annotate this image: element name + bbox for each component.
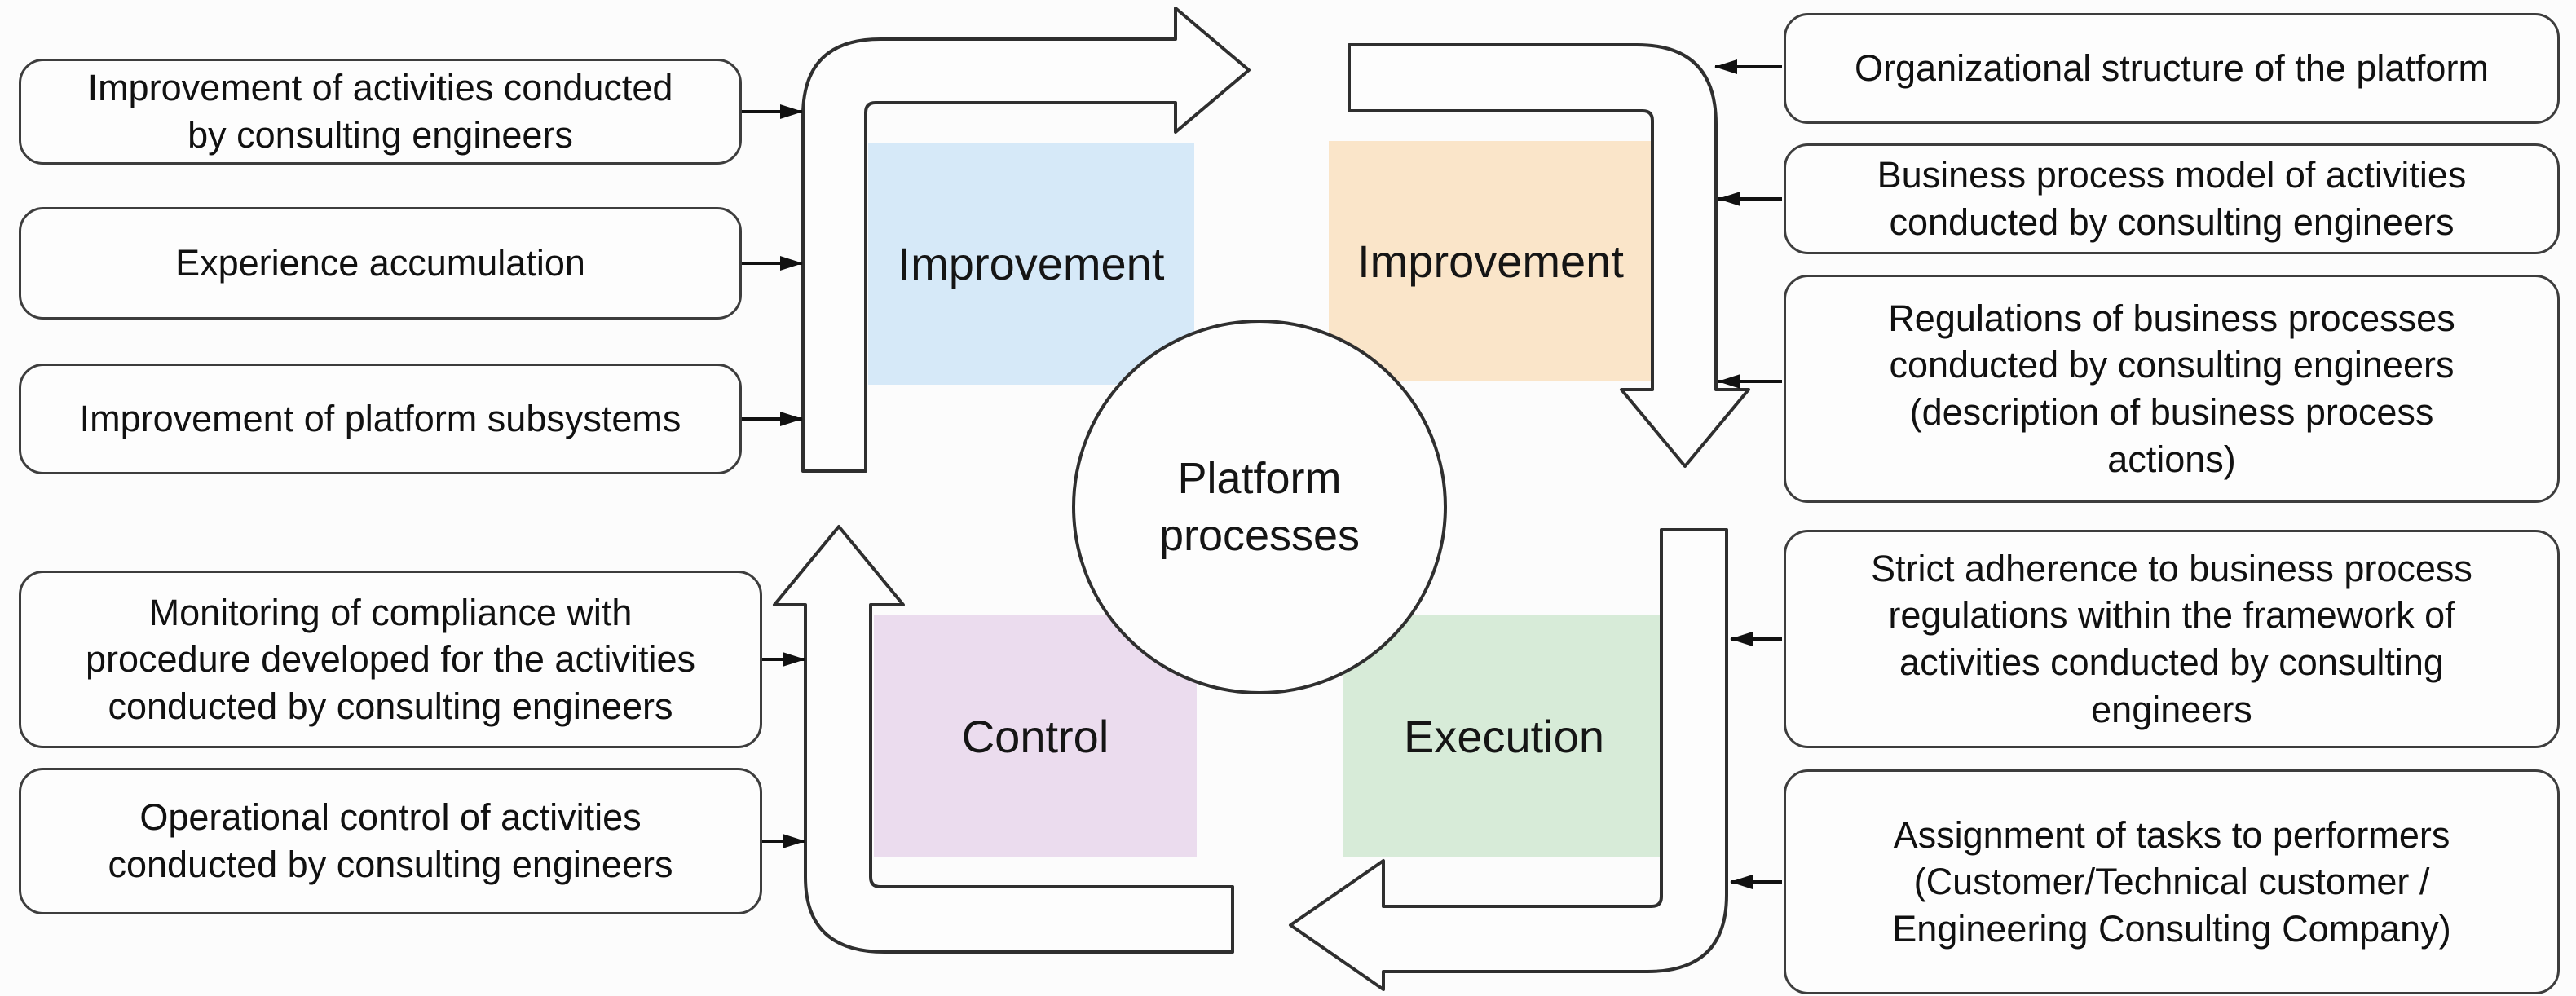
quadrant-control: Control [874,615,1197,857]
box-experience-accumulation: Experience accumulation [19,207,742,320]
box-label: Monitoring of compliance with procedure … [86,591,695,727]
box-label: Experience accumulation [175,242,585,284]
box-label: Improvement of platform subsystems [79,398,681,440]
quadrant-label: Control [961,711,1109,762]
box-monitoring-compliance: Monitoring of compliance with procedure … [19,571,762,748]
box-operational-control: Operational control of activities conduc… [19,768,762,914]
quadrant-label: Improvement [898,238,1165,289]
box-assignment-of-tasks: Assignment of tasks to performers (Custo… [1784,769,2560,994]
cycle-arrow-top-right [1348,43,1750,468]
box-organizational-structure: Organizational structure of the platform [1784,13,2560,124]
box-label: Regulations of business processes conduc… [1888,297,2455,480]
box-improvement-of-activities: Improvement of activities conducted by c… [19,59,742,165]
box-improvement-platform-subsystems: Improvement of platform subsystems [19,364,742,474]
cycle-arrow-top-left [801,7,1251,473]
center-circle: Platform processes [1072,320,1447,694]
cycle-arrow-bottom-left [773,525,1234,954]
box-regulations-business-processes: Regulations of business processes conduc… [1784,275,2560,503]
box-business-process-model: Business process model of activities con… [1784,143,2560,254]
quadrant-improvement-top-left: Improvement [868,143,1194,385]
box-label: Business process model of activities con… [1877,154,2467,243]
box-label: Assignment of tasks to performers (Custo… [1892,813,2451,950]
quadrant-label: Execution [1404,711,1604,762]
box-label: Improvement of activities conducted by c… [87,67,673,156]
box-label: Organizational structure of the platform [1855,47,2489,90]
center-circle-label: Platform processes [1158,453,1361,560]
quadrant-label: Improvement [1357,235,1624,287]
box-label: Operational control of activities conduc… [108,796,673,885]
cycle-arrow-bottom-right [1289,528,1728,991]
quadrant-execution: Execution [1343,615,1665,857]
quadrant-improvement-top-right: Improvement [1329,141,1652,381]
box-strict-adherence: Strict adherence to business process reg… [1784,530,2560,748]
box-label: Strict adherence to business process reg… [1871,547,2472,730]
